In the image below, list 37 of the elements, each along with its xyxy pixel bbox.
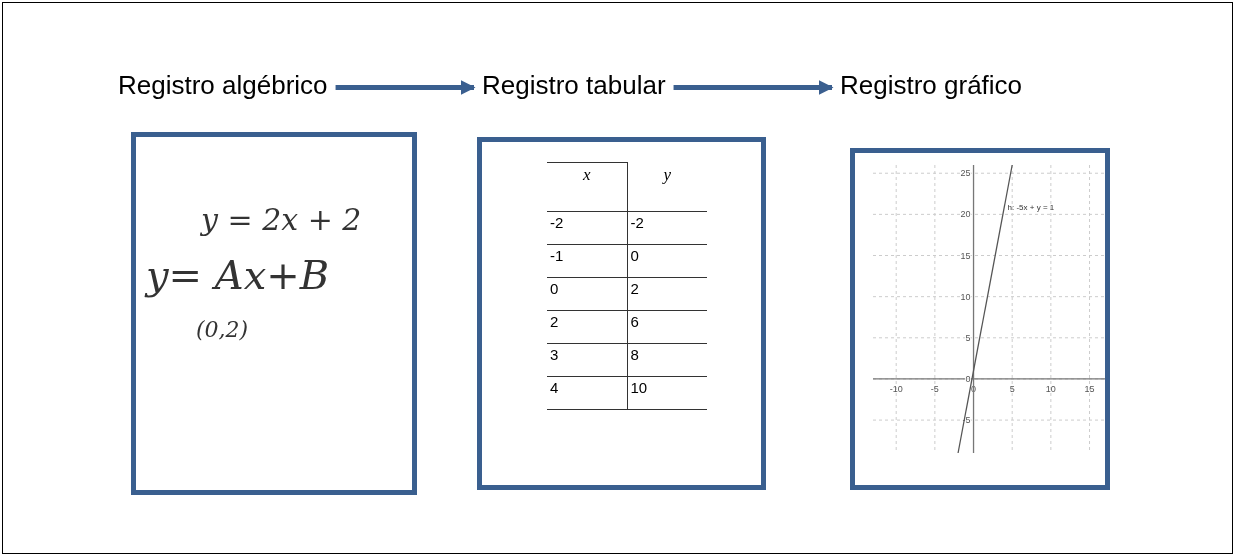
content-box bbox=[131, 132, 417, 495]
table-cell: -1 bbox=[547, 244, 627, 278]
tick-label: 15 bbox=[960, 250, 971, 261]
table-cell: x bbox=[547, 162, 627, 212]
table-cell: 0 bbox=[627, 244, 707, 278]
table-cell: -2 bbox=[547, 211, 627, 245]
tick-label: 10 bbox=[1045, 383, 1056, 394]
tick-label: 15 bbox=[1084, 383, 1095, 394]
tick-label: 0 bbox=[965, 373, 971, 384]
handwritten-equation: y= Ax+B bbox=[146, 252, 330, 298]
table-cell: 10 bbox=[627, 376, 707, 410]
arrow bbox=[335, 80, 476, 95]
table-cell: 3 bbox=[547, 343, 627, 377]
table-cell: 0 bbox=[547, 277, 627, 311]
heading-text: Registro tabular bbox=[482, 70, 666, 101]
heading-text: Registro gráfico bbox=[840, 70, 1023, 101]
tick-label: 5 bbox=[965, 332, 971, 343]
table-cell: 2 bbox=[547, 310, 627, 344]
tick-label: 5 bbox=[1009, 383, 1015, 394]
tick-label: -10 bbox=[889, 383, 903, 394]
handwritten-equation: (0,2) bbox=[196, 317, 249, 342]
table-cell: 8 bbox=[627, 343, 707, 377]
tick-label: -5 bbox=[930, 383, 939, 394]
table-cell: 4 bbox=[547, 376, 627, 410]
content-box bbox=[850, 148, 1110, 490]
table-cell: -2 bbox=[627, 211, 707, 245]
arrow bbox=[673, 80, 834, 95]
table-cell: 6 bbox=[627, 310, 707, 344]
tick-label: 20 bbox=[960, 209, 971, 220]
tick-label: 25 bbox=[960, 168, 971, 179]
table-cell: y bbox=[627, 162, 707, 212]
handwritten-equation: y = 2x + 2 bbox=[201, 202, 362, 237]
tick-label: 10 bbox=[960, 291, 971, 302]
line-equation-label: h: -5x + y = 1 bbox=[1007, 203, 1055, 213]
table-cell: 2 bbox=[627, 277, 707, 311]
content-box bbox=[477, 137, 766, 490]
heading-text: Registro algébrico bbox=[118, 70, 328, 101]
